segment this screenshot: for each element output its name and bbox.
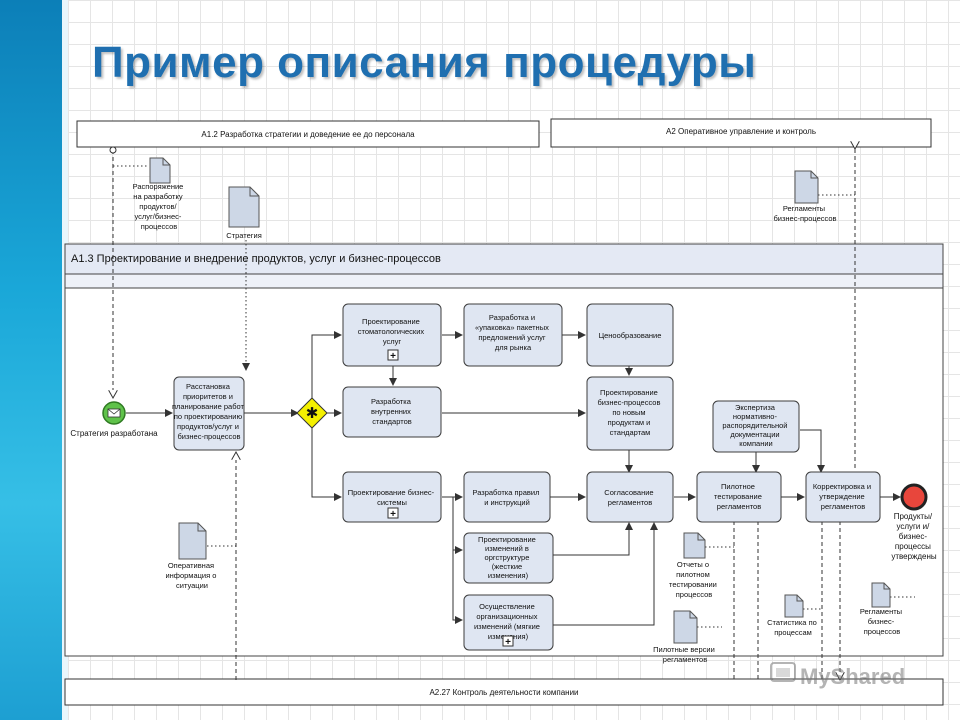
document-pilot-reports-label: Отчеты о пилотном тестировании процессов [669, 560, 719, 599]
document-regulations-top-label: Регламенты бизнес-процессов [773, 204, 836, 223]
svg-text:Проектирование бизнес-пр: Проектирование бизнес-процессов по новым… [597, 388, 662, 437]
task-documentation-review: Экспертиза нормативно- распорядительной … [712, 400, 800, 453]
document-regulations-bottom-icon [871, 582, 891, 608]
svg-text:Проектирование стоматоло: Проектирование стоматологических услуг [358, 317, 427, 346]
top-bar-right: А2 Оперативное управление и контроль [550, 118, 932, 148]
svg-text:Разработка и «упаковка»: Разработка и «упаковка» пакетных предлож… [475, 313, 551, 352]
svg-text:Согласование регламентов: Согласование регламентов [604, 488, 655, 507]
subprocess-plus-icon: + [390, 509, 396, 520]
document-operational-info-icon [178, 522, 207, 560]
document-regulations-bottom-label: Регламенты бизнес- процессов [860, 607, 904, 636]
task-correction-approval: Корректировка и утверждение регламентов [805, 471, 881, 523]
document-pilot-reports-icon [683, 532, 706, 559]
task-internal-standards: Разработка внутренних стандартов [342, 386, 442, 438]
start-event-label: Стратегия разработана [70, 429, 158, 438]
document-pilot-versions-icon [673, 610, 698, 644]
task-planning: Расстановка приоритетов и планирование р… [172, 376, 246, 451]
parallel-gateway: ✱ [296, 397, 328, 429]
document-pilot-versions-label: Пилотные версии регламентов [653, 645, 717, 664]
task-pilot-testing: Пилотное тестирование регламентов [696, 471, 782, 523]
subprocess-plus-icon: + [390, 351, 396, 362]
end-event-label: Продукты/ услуги и/ бизнес- процессы утв… [891, 512, 937, 561]
document-strategy-icon [228, 186, 260, 228]
watermark-text: MyShared [800, 664, 905, 689]
bottom-bar: А2.27 Контроль деятельности компании [64, 678, 944, 706]
document-statistics-icon [784, 594, 804, 618]
top-bar-left-label: А1.2 Разработка стратегии и доведение ее… [201, 130, 415, 139]
document-order-label: Распоряжение на разработку продуктов/ ус… [133, 182, 186, 231]
svg-text:Разработка правил и инст: Разработка правил и инструкций [472, 488, 541, 507]
task-rules-instructions: Разработка правил и инструкций [463, 471, 551, 523]
top-bar-left: А1.2 Разработка стратегии и доведение ее… [76, 120, 540, 148]
message-flows [113, 149, 855, 680]
watermark-logo: MyShared [770, 662, 905, 689]
task-dental-services: Проектирование стоматологических услуг + [342, 303, 442, 367]
task-business-processes: Проектирование бизнес-процессов по новым… [586, 376, 674, 451]
document-order-icon [149, 157, 171, 184]
task-org-structure-hard: Проектирование изменений в оргструктуре … [463, 532, 554, 584]
document-operational-info-label: Оперативная информация о ситуации [165, 561, 218, 590]
document-regulations-top-icon [794, 170, 819, 204]
data-associations [113, 165, 915, 628]
document-statistics-label: Статистика по процессам [767, 618, 819, 637]
svg-text:Разработка внутренних: Разработка внутренних стандартов [371, 397, 413, 426]
task-service-packages: Разработка и «упаковка» пакетных предлож… [463, 303, 563, 367]
svg-text:Проектирование изменений: Проектирование изменений в оргструктуре … [478, 535, 538, 580]
svg-text:Пилотное тестирование: Пилотное тестирование регламентов [714, 482, 764, 511]
svg-text:Экспертиза нормативно-: Экспертиза нормативно- распорядительной … [722, 403, 789, 448]
svg-text:Корректировка и утвержде: Корректировка и утверждение регламентов [813, 482, 873, 511]
document-strategy-label: Стратегия [226, 231, 262, 240]
svg-text:✱: ✱ [306, 404, 319, 422]
top-bar-right-label: А2 Оперативное управление и контроль [666, 127, 816, 136]
end-event [900, 483, 928, 511]
task-pricing: Ценообразование [586, 303, 674, 367]
subprocess-plus-icon: + [505, 637, 511, 648]
slide-title: Пример описания процедуры [92, 38, 757, 87]
svg-text:Проектирование бизнес- с: Проектирование бизнес- системы [348, 488, 436, 507]
svg-text:Ценообразование: Ценообразование [599, 331, 662, 340]
svg-text:Расстановка приоритетов: Расстановка приоритетов и планирование р… [172, 382, 246, 441]
start-event [102, 401, 126, 425]
pool-title: А1.3 Проектирование и внедрение продукто… [71, 253, 441, 265]
task-approval: Согласование регламентов [586, 471, 674, 523]
task-org-changes-soft: Осуществление организационных изменений … [463, 594, 554, 651]
task-business-system: Проектирование бизнес- системы + [342, 471, 442, 523]
sequence-flows [126, 331, 901, 626]
bottom-bar-label: А2.27 Контроль деятельности компании [429, 688, 578, 697]
